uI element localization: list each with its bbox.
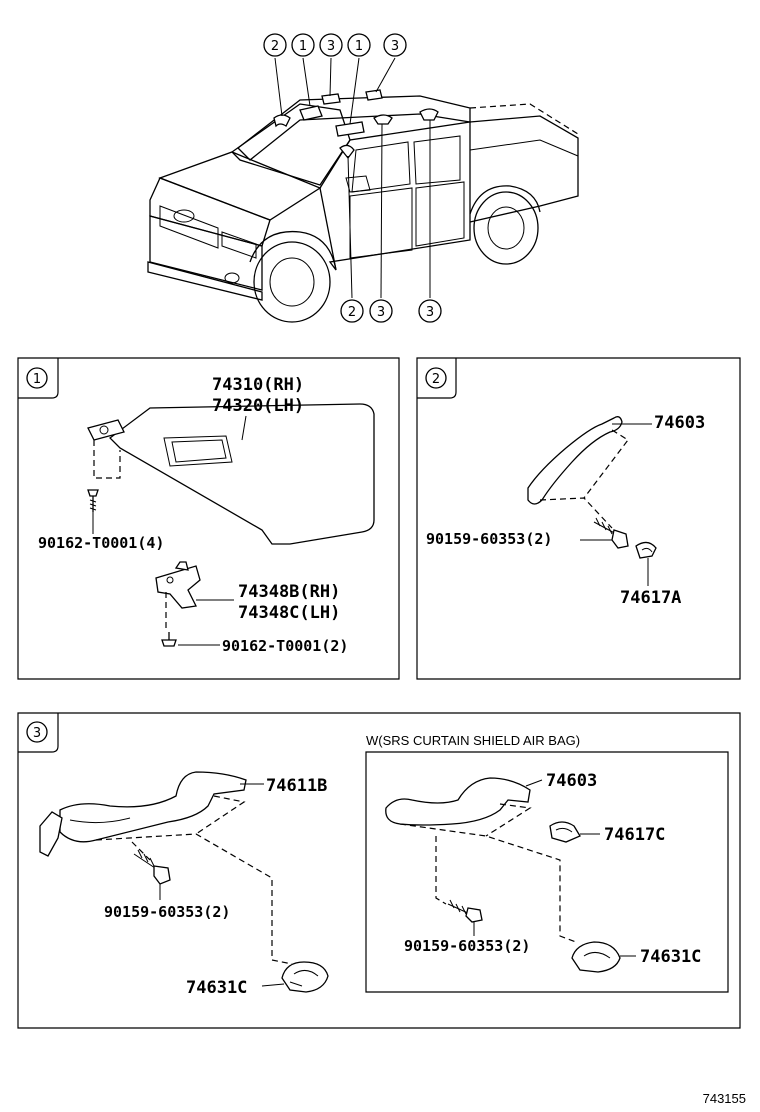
- section-2-assist-grip: [527, 416, 623, 505]
- svg-text:3: 3: [377, 305, 385, 320]
- visor-screw-icon: [87, 489, 99, 512]
- visor-screw-dashline: [93, 440, 121, 479]
- section-2-number: 2: [432, 372, 440, 387]
- variant-dashline-upper: [485, 803, 532, 837]
- overview-callout-top-3: 3: [319, 33, 343, 57]
- section-2-cover-icon: [635, 541, 657, 559]
- section-3-clip-icon: [281, 961, 329, 993]
- variant-assist-grip: [385, 777, 531, 826]
- overview-callout-bottom-3: 3: [418, 299, 442, 323]
- section-2-bolt-icon: [593, 517, 629, 549]
- section-3-assist-grip: [39, 771, 247, 857]
- section-3-dashline-lower: [95, 833, 293, 965]
- variant-grip-leader: [525, 779, 543, 787]
- label-variant-grip: 74603: [546, 771, 597, 791]
- section-3-panel: 3: [17, 712, 741, 1029]
- variant-dashline-bolt: [435, 836, 447, 905]
- label-section-3-clip: 74631C: [186, 978, 247, 998]
- label-section-2-cover: 74617A: [620, 588, 681, 608]
- overview-leaders: [274, 57, 431, 299]
- variant-bolt-icon: [447, 899, 483, 923]
- holder-screw-icon: [161, 632, 177, 647]
- label-sun-visor-rh: 74310(RH): [212, 375, 304, 395]
- svg-text:3: 3: [327, 39, 335, 54]
- section-1-number: 1: [33, 372, 41, 387]
- svg-text:3: 3: [391, 39, 399, 54]
- label-variant-cover: 74617C: [604, 825, 665, 845]
- label-section-2-grip: 74603: [654, 413, 705, 433]
- overview-callout-bottom-1: 2: [340, 299, 364, 323]
- svg-text:2: 2: [271, 39, 279, 54]
- label-holder-lh: 74348C(LH): [238, 603, 340, 623]
- svg-text:3: 3: [426, 305, 434, 320]
- label-visor-screw: 90162-T0001(4): [38, 534, 164, 552]
- truck-illustration: [147, 89, 579, 323]
- overview-callout-bottom-2: 3: [369, 299, 393, 323]
- label-section-2-bolt: 90159-60353(2): [426, 530, 552, 548]
- svg-text:2: 2: [348, 305, 356, 320]
- section-1-panel: 1: [17, 357, 400, 680]
- label-variant-clip: 74631C: [640, 947, 701, 967]
- variant-clip-icon: [571, 941, 621, 973]
- overview-callout-top-4: 1: [347, 33, 371, 57]
- sun-visor: [87, 403, 375, 545]
- variant-cover-icon: [549, 821, 581, 843]
- label-variant-bolt: 90159-60353(2): [404, 937, 530, 955]
- visor-holder: [155, 561, 201, 609]
- variant-box: [365, 751, 729, 993]
- overview-callout-top-5: 3: [383, 33, 407, 57]
- variant-condition: W(SRS CURTAIN SHIELD AIR BAG): [366, 733, 580, 748]
- svg-text:1: 1: [299, 39, 307, 54]
- overview-callout-top-1: 2: [263, 33, 287, 57]
- label-sun-visor-lh: 74320(LH): [212, 396, 304, 416]
- section-2-panel: 2: [416, 357, 741, 680]
- section-3-dashline-upper: [195, 795, 246, 835]
- svg-text:1: 1: [355, 39, 363, 54]
- label-holder-screw: 90162-T0001(2): [222, 637, 348, 655]
- section-3-number: 3: [33, 726, 41, 741]
- label-section-3-bolt: 90159-60353(2): [104, 903, 230, 921]
- variant-dashline-lower: [399, 823, 577, 943]
- section-3-clip-leader: [261, 983, 285, 987]
- section-3-dashline-bolt: [131, 841, 151, 861]
- label-section-3-grip: 74611B: [266, 776, 327, 796]
- reference-code: 743155: [703, 1091, 746, 1106]
- overview-callout-top-2: 1: [291, 33, 315, 57]
- section-3-bolt-icon: [133, 849, 171, 885]
- visor-leader: [241, 415, 247, 441]
- section-2-dashline-lower: [539, 497, 613, 529]
- label-holder-rh: 74348B(RH): [238, 582, 340, 602]
